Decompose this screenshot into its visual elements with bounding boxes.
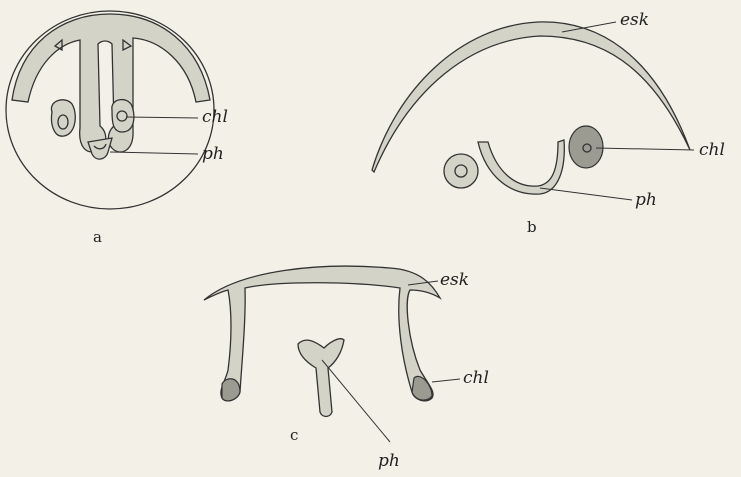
panel-a-leader-chl xyxy=(126,117,198,118)
panel-b-label-chl: chl xyxy=(699,140,725,160)
panel-a-label-ph: ph xyxy=(202,144,224,164)
panel-c-label-ph: ph xyxy=(378,451,400,471)
panel-a-lobe-right xyxy=(112,100,134,132)
panel-c-chl-right xyxy=(412,376,432,400)
panel-a-lobe-left xyxy=(51,100,75,136)
panel-b-pharynx xyxy=(478,140,564,194)
panel-a-leader-ph xyxy=(110,152,198,154)
panel-c-letter: c xyxy=(290,426,298,444)
panel-b-skeleton-crescent xyxy=(372,22,690,172)
panel-c-leader-chl xyxy=(432,379,460,382)
panel-c-label-chl: chl xyxy=(463,368,489,388)
panel-b-leader-chl xyxy=(596,148,694,150)
panel-b: esk chl ph b xyxy=(372,10,725,236)
panel-b-letter: b xyxy=(527,218,537,236)
panel-b-leader-ph xyxy=(540,188,632,200)
panel-b-cell-left xyxy=(444,154,478,188)
panel-c: esk chl ph c xyxy=(204,266,489,471)
panel-c-leader-ph xyxy=(322,360,390,442)
panel-b-label-esk: esk xyxy=(620,10,649,30)
panel-a: chl ph a xyxy=(6,11,228,246)
panel-a-letter: a xyxy=(93,228,102,246)
panel-b-label-ph: ph xyxy=(635,190,657,210)
panel-a-label-chl: chl xyxy=(202,107,228,127)
panel-c-chl-left xyxy=(222,379,240,401)
panel-b-cell-right xyxy=(569,126,603,168)
panel-c-label-esk: esk xyxy=(440,270,469,290)
